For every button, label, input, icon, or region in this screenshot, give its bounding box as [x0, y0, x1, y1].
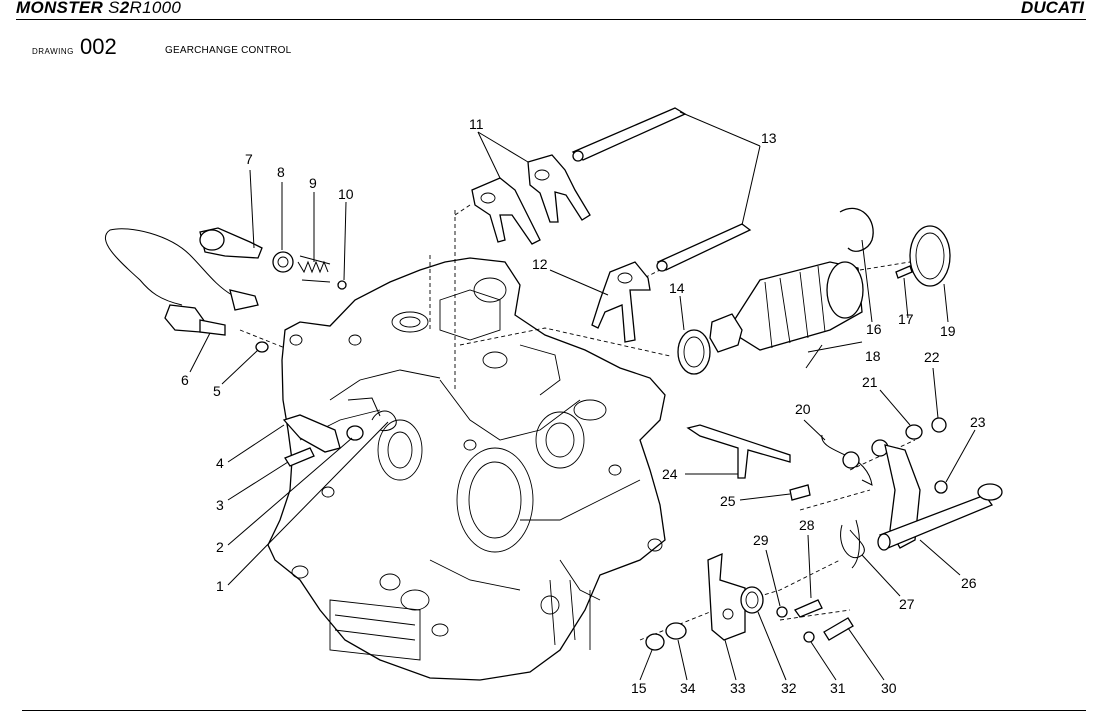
callout-13: 13 — [761, 130, 777, 146]
drawing-title: GEARCHANGE CONTROL — [165, 45, 292, 56]
callout-29: 29 — [753, 532, 769, 548]
callout-3: 3 — [216, 497, 224, 513]
callout-18: 18 — [865, 348, 881, 364]
model-name-prefix: S — [108, 0, 120, 17]
model-name-digit: 2 — [119, 0, 130, 17]
callout-6: 6 — [181, 372, 189, 388]
callout-11: 11 — [469, 116, 484, 132]
callout-4: 4 — [216, 455, 224, 471]
callout-32: 32 — [781, 680, 797, 696]
callout-numbers: 1 2 3 4 5 6 7 8 9 10 11 12 13 14 15 16 1… — [181, 116, 986, 696]
callout-12: 12 — [532, 256, 548, 272]
drawing-number: 002 — [80, 34, 117, 59]
page-header: MONSTER S2R1000 DUCATI — [0, 0, 1110, 20]
gearchange-lever-assembly — [645, 417, 1003, 651]
callout-33: 33 — [730, 680, 746, 696]
callout-7: 7 — [245, 151, 253, 167]
neutral-sensor-assembly — [104, 228, 269, 353]
callout-15: 15 — [631, 680, 647, 696]
callout-30: 30 — [881, 680, 897, 696]
model-name-suffix: R1000 — [129, 0, 182, 17]
bottom-divider — [22, 710, 1086, 711]
callout-2: 2 — [216, 539, 224, 555]
callout-17: 17 — [898, 311, 914, 327]
callout-10: 10 — [338, 186, 354, 202]
brand-logo: DUCATI — [1021, 0, 1084, 17]
selector-forks — [471, 154, 651, 343]
crankcase — [267, 257, 666, 681]
leader-lines — [189, 111, 976, 681]
fork-rods — [571, 107, 752, 272]
callout-25: 25 — [720, 493, 736, 509]
callout-14: 14 — [669, 280, 685, 296]
callout-22: 22 — [924, 349, 940, 365]
case-small-parts — [282, 397, 397, 467]
top-divider — [16, 19, 1086, 20]
model-name: MONSTER S2R1000 — [16, 0, 181, 18]
callout-28: 28 — [799, 517, 815, 533]
callout-23: 23 — [970, 414, 986, 430]
detent-plunger-assembly — [199, 227, 347, 290]
callout-20: 20 — [795, 401, 811, 417]
model-name-bold: MONSTER — [16, 0, 104, 17]
callout-24: 24 — [662, 466, 678, 482]
callout-26: 26 — [961, 575, 977, 591]
callout-1: 1 — [216, 578, 224, 594]
callout-16: 16 — [866, 321, 882, 337]
callout-21: 21 — [862, 374, 878, 390]
callout-27: 27 — [899, 596, 915, 612]
callout-8: 8 — [277, 164, 285, 180]
selector-drum-assembly — [677, 207, 951, 375]
drawing-label: DRAWING — [32, 47, 74, 56]
callout-9: 9 — [309, 175, 317, 191]
callout-19: 19 — [940, 323, 956, 339]
callout-5: 5 — [213, 383, 221, 399]
callout-34: 34 — [680, 680, 696, 696]
callout-31: 31 — [830, 680, 846, 696]
